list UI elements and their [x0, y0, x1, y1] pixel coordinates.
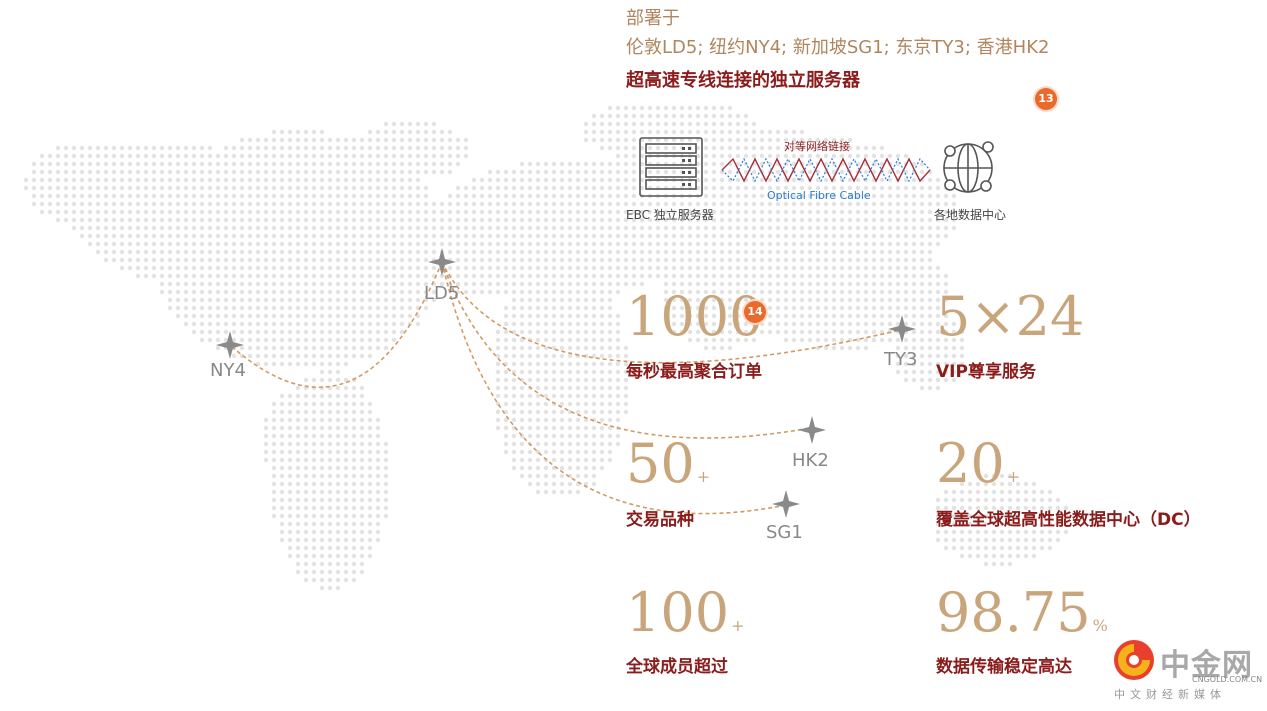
orders-value: 1000: [626, 285, 764, 348]
node-label-hk2: HK2: [792, 450, 829, 471]
route-ld5-ty3: [441, 261, 901, 364]
datacenters-label: 覆盖全球超高性能数据中心（DC）: [936, 510, 1201, 530]
transfer-value: 98.75%: [936, 586, 1108, 640]
members-value: 100+: [626, 586, 744, 640]
logo-tagline: 中文财经新媒体: [1114, 688, 1226, 701]
node-label-ld5: LD5: [424, 283, 460, 304]
number-badge: 14: [744, 301, 766, 323]
node-label-sg1: SG1: [766, 522, 803, 543]
logo-name: 中金网: [1160, 648, 1253, 683]
server-rack-icon: [639, 137, 703, 197]
globe-network-icon: [943, 141, 994, 193]
datacenters-number: 20: [936, 432, 1005, 495]
transfer-number: 98.75: [936, 581, 1091, 644]
products-number: 50: [626, 432, 695, 495]
vip-label: VIP尊享服务: [936, 362, 1036, 382]
star-icon-ny4: [216, 331, 244, 359]
datacenters-value: 20+: [936, 437, 1020, 491]
vip-value: 5×24: [936, 285, 1085, 348]
number-badge: 13: [1035, 88, 1057, 110]
members-suffix: +: [731, 616, 745, 635]
star-icon-hk2: [798, 416, 826, 444]
logo-url: CNGOLD.COM.CN: [1192, 675, 1263, 684]
logo-mark-icon: [1114, 640, 1154, 680]
members-number: 100: [626, 581, 730, 644]
orders-label: 每秒最高聚合订单: [626, 362, 762, 382]
star-icon-sg1: [772, 490, 800, 518]
transfer-label: 数据传输稳定高达: [936, 657, 1072, 677]
deploy-locations: 伦敦LD5; 纽约NY4; 新加坡SG1; 东京TY3; 香港HK2: [626, 37, 1050, 58]
network-diagram: [639, 137, 994, 197]
server-label: EBC 独立服务器: [626, 208, 714, 222]
transfer-suffix: %: [1092, 616, 1108, 635]
datacenter-label: 各地数据中心: [934, 208, 1007, 222]
route-ld5-hk2: [441, 261, 811, 439]
products-suffix: +: [696, 467, 711, 486]
star-icon-ld5: [428, 248, 456, 276]
datacenters-suffix: +: [1006, 467, 1021, 486]
node-label-ny4: NY4: [210, 360, 246, 381]
products-label: 交易品种: [626, 510, 694, 530]
node-label-ty3: TY3: [884, 349, 918, 370]
route-ld5-ny4: [229, 261, 443, 389]
cable-label: Optical Fibre Cable: [767, 189, 871, 202]
header-subtitle: 超高速专线连接的独立服务器: [626, 70, 860, 91]
cngold-logo: 中金网 CNGOLD.COM.CN 中文财经新媒体: [1110, 638, 1263, 702]
star-icon-ty3: [888, 315, 916, 343]
route-ld5-sg1: [441, 261, 787, 515]
fibre-cable-wave: [721, 157, 931, 183]
peer-link-label: 对等网络链接: [784, 140, 850, 153]
deploy-label: 部署于: [626, 8, 680, 29]
members-label: 全球成员超过: [626, 657, 728, 677]
products-value: 50+: [626, 437, 710, 491]
